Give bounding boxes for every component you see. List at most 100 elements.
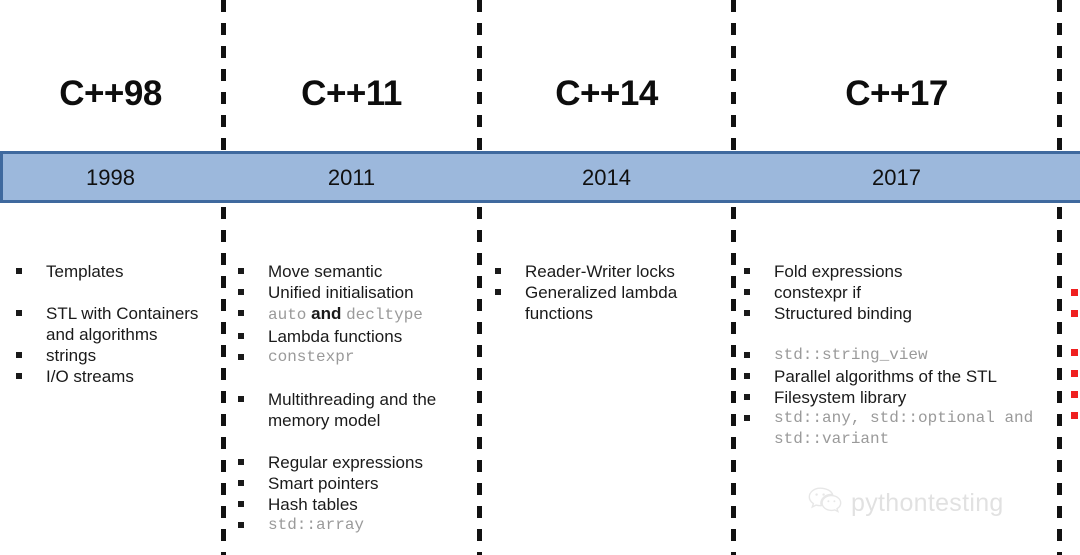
next-era-bullet-icon <box>1071 289 1078 296</box>
feature-label: Reader-Writer locks <box>525 262 675 281</box>
bullet-icon <box>16 268 22 274</box>
divider-cpp11-cpp14 <box>477 0 482 555</box>
feature-item: Multithreading and the memory model <box>232 389 477 431</box>
feature-label: STL with Containers and algorithms <box>46 304 199 344</box>
feature-label: std::array <box>268 516 365 534</box>
bullet-icon <box>238 480 244 486</box>
feature-label: Filesystem library <box>774 388 907 407</box>
next-era-bullet-icon <box>1071 412 1078 419</box>
feature-label: Templates <box>46 262 124 281</box>
wechat-icon <box>808 487 842 519</box>
feature-spacer <box>232 431 477 452</box>
feature-item: Templates <box>10 261 225 282</box>
bullet-icon <box>744 373 750 379</box>
feature-label: constexpr if <box>774 283 861 302</box>
feature-label: I/O streams <box>46 367 134 386</box>
next-era-bullet-icon <box>1071 370 1078 377</box>
feature-item: Filesystem library <box>738 387 1058 408</box>
feature-label: constexpr <box>268 348 355 366</box>
feature-spacer <box>10 282 225 303</box>
feature-item: constexpr if <box>738 282 1058 303</box>
bullet-icon <box>238 289 244 295</box>
feature-item: constexpr <box>232 347 477 368</box>
feature-item: Regular expressions <box>232 452 477 473</box>
bullet-icon <box>16 373 22 379</box>
bullet-icon <box>744 268 750 274</box>
bullet-icon <box>744 310 750 316</box>
feature-column-cpp11: Move semantic Unified initialisation aut… <box>232 261 477 536</box>
bullet-icon <box>744 352 750 358</box>
timeline-bar <box>0 151 1080 203</box>
feature-column-cpp17: Fold expressions constexpr if Structured… <box>738 261 1058 450</box>
feature-item: Fold expressions <box>738 261 1058 282</box>
feature-label: Move semantic <box>268 262 383 281</box>
feature-column-cpp98: Templates STL with Containers and algori… <box>10 261 225 387</box>
feature-label: strings <box>46 346 97 365</box>
bullet-icon <box>238 333 244 339</box>
era-title-cpp11: C++11 <box>301 74 402 113</box>
bullet-icon <box>16 352 22 358</box>
divider-cpp98-cpp11 <box>221 0 226 555</box>
bullet-icon <box>238 522 244 528</box>
feature-label: Parallel algorithms of the STL <box>774 367 997 386</box>
divider-cpp14-cpp17 <box>731 0 736 555</box>
feature-item: auto and decltype <box>232 303 477 326</box>
feature-label: Multithreading and the memory model <box>268 390 437 430</box>
year-label-2011: 2011 <box>327 165 376 190</box>
feature-spacer <box>232 368 477 389</box>
feature-spacer <box>738 324 1058 345</box>
year-label-1998: 1998 <box>86 165 135 190</box>
era-title-cpp14: C++14 <box>555 74 658 113</box>
next-era-bullet-icon <box>1071 349 1078 356</box>
feature-item: Lambda functions <box>232 326 477 347</box>
feature-label: std::string_view <box>774 346 928 364</box>
feature-label: Structured binding <box>774 304 912 323</box>
bullet-icon <box>495 289 501 295</box>
bullet-icon <box>744 394 750 400</box>
bullet-icon <box>238 501 244 507</box>
feature-item: Unified initialisation <box>232 282 477 303</box>
feature-item: Reader-Writer locks <box>489 261 709 282</box>
era-title-cpp98: C++98 <box>59 74 162 113</box>
watermark: pythontesting <box>808 487 1004 519</box>
feature-label: Smart pointers <box>268 474 379 493</box>
feature-item: strings <box>10 345 225 366</box>
feature-label: Fold expressions <box>774 262 903 281</box>
timeline-bar-left-cap <box>0 151 3 203</box>
bullet-icon <box>238 268 244 274</box>
bullet-icon <box>16 310 22 316</box>
feature-label: Lambda functions <box>268 327 403 346</box>
feature-label: Hash tables <box>268 495 358 514</box>
year-label-2014: 2014 <box>582 165 631 190</box>
bullet-icon <box>495 268 501 274</box>
feature-label: Regular expressions <box>268 453 423 472</box>
feature-label-code: decltype <box>346 306 423 324</box>
feature-label-conjunction: and <box>306 304 347 323</box>
feature-item: std::string_view <box>738 345 1058 366</box>
bullet-icon <box>238 459 244 465</box>
next-era-bullet-icon <box>1071 310 1078 317</box>
feature-item: Hash tables <box>232 494 477 515</box>
bullet-icon <box>238 310 244 316</box>
feature-item: Parallel algorithms of the STL <box>738 366 1058 387</box>
era-title-cpp17: C++17 <box>845 74 948 113</box>
feature-item: Structured binding <box>738 303 1058 324</box>
feature-column-cpp14: Reader-Writer locks Generalized lambda f… <box>489 261 709 324</box>
year-label-2017: 2017 <box>872 165 921 190</box>
feature-label-code: auto <box>268 306 307 324</box>
feature-item: I/O streams <box>10 366 225 387</box>
feature-item: Smart pointers <box>232 473 477 494</box>
feature-label: Generalized lambda functions <box>525 283 678 323</box>
feature-label: Unified initialisation <box>268 283 414 302</box>
feature-label: std::any, std::optional and std::variant <box>774 409 1034 448</box>
divider-cpp17-next <box>1057 0 1062 555</box>
feature-item: Move semantic <box>232 261 477 282</box>
bullet-icon <box>744 415 750 421</box>
feature-item: Generalized lambda functions <box>489 282 709 324</box>
bullet-icon <box>744 289 750 295</box>
feature-item: std::array <box>232 515 477 536</box>
bullet-icon <box>238 354 244 360</box>
bullet-icon <box>238 396 244 402</box>
watermark-label: pythontesting <box>851 488 1004 517</box>
